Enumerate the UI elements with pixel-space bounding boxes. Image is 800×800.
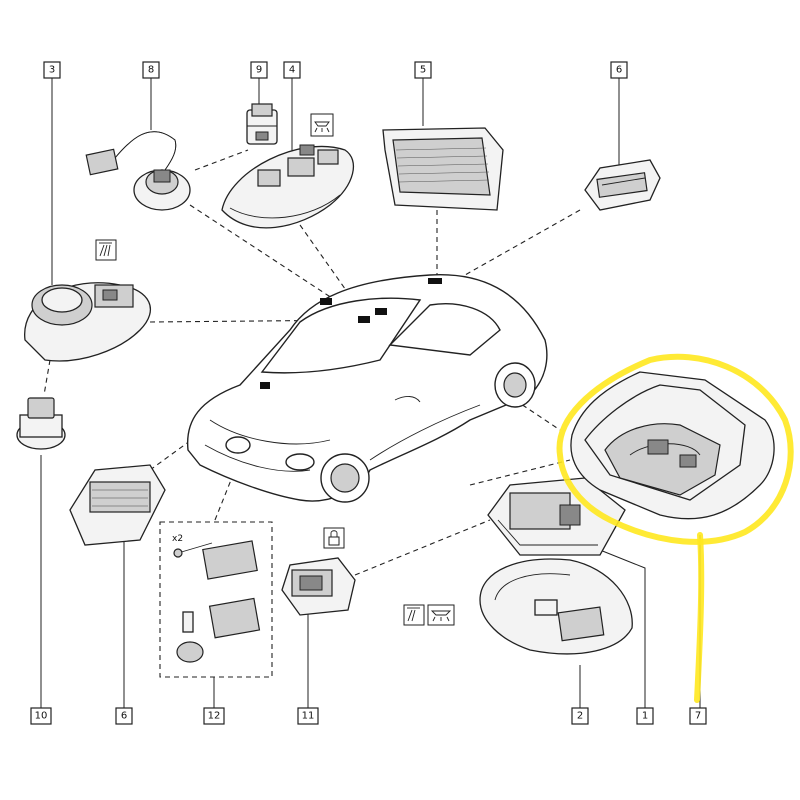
svg-text:5: 5: [420, 65, 426, 76]
svg-text:1: 1: [642, 711, 648, 722]
svg-text:6: 6: [121, 711, 127, 722]
callout-7: 7: [689, 707, 707, 725]
part-10-bulb: [16, 397, 66, 450]
callout-12: 12: [203, 707, 225, 725]
callout-8: 8: [142, 61, 160, 79]
part-6-small-lamp: [584, 159, 661, 211]
svg-text:11: 11: [302, 711, 315, 722]
svg-text:6: 6: [616, 65, 622, 76]
svg-text:12: 12: [208, 711, 221, 722]
highlight-tail: [694, 532, 705, 703]
svg-text:9: 9: [256, 65, 262, 76]
part-9-connector: [246, 103, 278, 145]
callout-5: 5: [414, 61, 432, 79]
callout-3: 3: [43, 61, 61, 79]
part-8-bulb-holder-harness: [85, 131, 191, 211]
callout-10: 10: [30, 707, 52, 725]
part-7-housing: [570, 371, 775, 520]
svg-text:4: 4: [289, 65, 295, 76]
callout-1: 1: [636, 707, 654, 725]
svg-text:10: 10: [35, 711, 48, 722]
dome-light-icon: [310, 113, 334, 137]
part-3-reading-lamp: [24, 282, 151, 362]
callout-6-top: 6: [610, 61, 628, 79]
svg-text:7: 7: [695, 711, 701, 722]
svg-text:3: 3: [49, 65, 55, 76]
callout-6-bottom: 6: [115, 707, 133, 725]
callout-4: 4: [283, 61, 301, 79]
part-12-fixing-kit: x2: [159, 521, 273, 678]
car-body: [186, 273, 548, 503]
part-4-front-lamp: [221, 144, 354, 229]
lock-icon: [323, 527, 345, 549]
quantity-label: x2: [172, 534, 183, 544]
callout-9: 9: [250, 61, 268, 79]
reading-light-icon: [95, 239, 117, 261]
part-5-rear-lamp: [382, 127, 504, 211]
part-1-lamp-base: [487, 477, 626, 556]
callout-11: 11: [297, 707, 319, 725]
highlight-circle: [556, 353, 794, 545]
leader-lines: [40, 78, 701, 708]
part-6-lamp-unit: [69, 464, 166, 546]
callout-2: 2: [571, 707, 589, 725]
part-2-lens: [479, 558, 633, 655]
svg-text:2: 2: [577, 711, 583, 722]
part-11-switch: [281, 557, 356, 616]
reading-light-icon-pair: [403, 604, 455, 626]
svg-text:8: 8: [148, 65, 154, 76]
